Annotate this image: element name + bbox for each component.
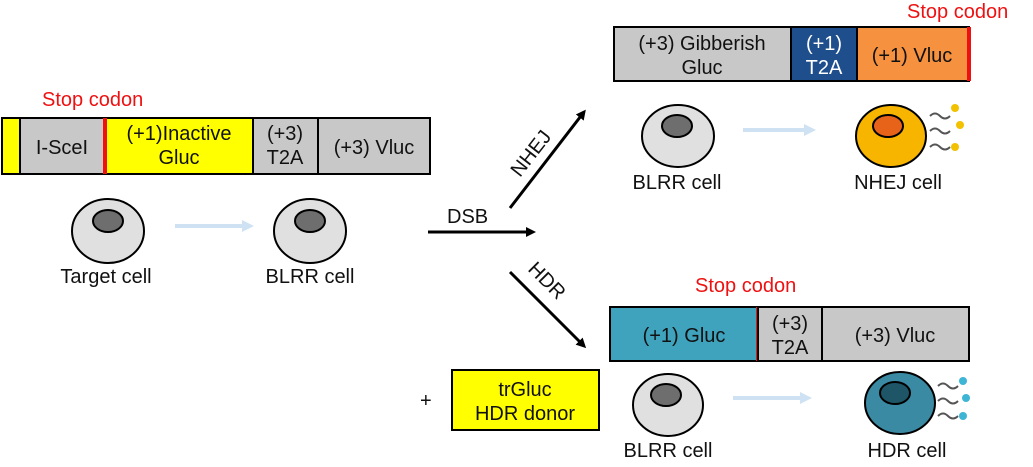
donor-plus-sign: + — [420, 390, 432, 412]
reporter-construct: Stop codon I-SceI (+1)Inactive Gluc (+3)… — [1, 89, 431, 175]
hdr-luminescence-icon — [937, 377, 970, 420]
hdr-t2a-line2: T2A — [772, 337, 809, 359]
nhej-gibberish-gluc-segment — [613, 26, 792, 82]
reporter-t2a-segment — [252, 117, 319, 175]
hdr-construct: Stop codon (+1) Gluc (+3) T2A (+3) Vluc — [609, 275, 970, 362]
hdr-t2a-line1: (+3) — [772, 313, 808, 335]
reporter-t2a-line1: (+3) — [267, 123, 303, 145]
nhej-arrow — [508, 109, 586, 209]
nhej-t2a-segment — [790, 26, 858, 82]
target-cell-label: Target cell — [60, 266, 151, 288]
nhej-luminescence-icon — [929, 104, 964, 151]
reporter-yellow-start-segment — [1, 117, 21, 175]
donor-line2: HDR donor — [475, 403, 575, 425]
nhej-cell — [855, 104, 927, 168]
nhej-construct: Stop codon (+3) Gibberish Gluc (+1) T2A … — [613, 1, 1008, 82]
dsb-label: DSB — [447, 206, 488, 228]
reporter-t2a-line2: T2A — [267, 147, 304, 169]
hdr-blrr-cell — [632, 373, 704, 437]
blrr-cell — [273, 198, 347, 264]
nhej-t2a-line1: (+1) — [806, 33, 842, 55]
hdr-arrow-label: HDR — [523, 258, 569, 304]
hdr-vluc-label: (+3) Vluc — [855, 325, 936, 347]
nhej-vluc-label: (+1) Vluc — [872, 45, 953, 67]
nhej-arrow-label: NHEJ — [507, 126, 556, 181]
hdr-cell-label: HDR cell — [868, 440, 947, 462]
hdr-gluc-segment — [609, 306, 759, 362]
hdr-blrr-cell-label: BLRR cell — [624, 440, 713, 462]
hdr-stop-codon-label: Stop codon — [695, 275, 796, 297]
hdr-gluc-label: (+1) Gluc — [643, 325, 726, 347]
reporter-inactive-gluc-segment — [104, 117, 254, 175]
nhej-blrr-cell-label: BLRR cell — [633, 172, 722, 194]
reporter-inactive-gluc-line1: (+1)Inactive — [126, 123, 231, 145]
nhej-gibberish-line1: (+3) Gibberish — [638, 33, 765, 55]
nhej-cell-label: NHEJ cell — [854, 172, 942, 194]
hdr-arrow — [508, 270, 587, 349]
target-cell — [71, 198, 145, 264]
reporter-vluc-label: (+3) Vluc — [334, 137, 415, 159]
nhej-blrr-cell — [641, 104, 715, 168]
nhej-vluc-segment — [856, 26, 970, 82]
hdr-cell — [864, 371, 936, 435]
reporter-stop-codon-label: Stop codon — [42, 89, 143, 111]
blrr-cell-label: BLRR cell — [266, 266, 355, 288]
reporter-iscei-label: I-SceI — [36, 137, 88, 159]
nhej-gibberish-line2: Gluc — [681, 57, 722, 79]
nhej-stop-codon-label: Stop codon — [907, 1, 1008, 23]
reporter-inactive-gluc-line2: Gluc — [158, 147, 199, 169]
reporter-vluc-segment — [317, 117, 431, 175]
hdr-vluc-segment — [821, 306, 970, 362]
donor-line1: trGluc — [498, 379, 551, 401]
reporter-iscei-segment — [19, 117, 106, 175]
hdr-donor-box — [451, 369, 600, 431]
nhej-t2a-line2: T2A — [806, 57, 843, 79]
